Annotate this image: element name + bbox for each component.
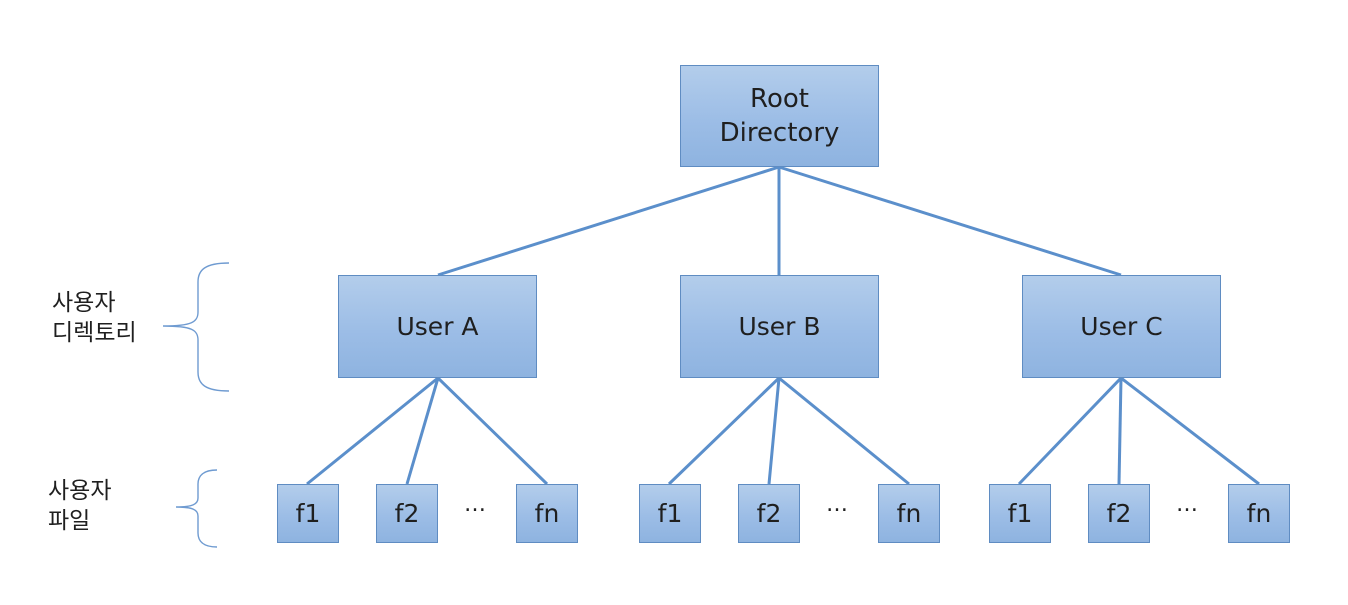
file-label: fn	[896, 499, 922, 528]
root-directory-label-line2: Directory	[719, 118, 840, 148]
user-b-label: User B	[738, 312, 821, 341]
user-c-label: User C	[1080, 312, 1163, 341]
user-b-node: User B	[680, 275, 879, 378]
file-label: f2	[394, 499, 420, 528]
user-a-file-fn: fn	[516, 484, 578, 543]
user-a-file-f1: f1	[277, 484, 339, 543]
user-b-files-ellipsis: …	[826, 492, 848, 517]
user-a-node: User A	[338, 275, 537, 378]
file-label: f2	[756, 499, 782, 528]
edge-user-c-fn	[1120, 376, 1260, 486]
user-b-file-fn: fn	[878, 484, 940, 543]
edge-user-a-f1	[306, 376, 439, 486]
user-file-label-line2: 파일	[48, 508, 91, 534]
root-directory-label-line1: Root	[750, 84, 809, 114]
user-c-files-ellipsis: …	[1176, 492, 1198, 517]
edge-user-b-f2	[767, 377, 781, 485]
user-file-label-line1: 사용자	[48, 478, 112, 504]
user-c-file-f1: f1	[989, 484, 1051, 543]
edge-user-c-f2	[1117, 377, 1123, 485]
edge-user-b-fn	[778, 376, 910, 486]
user-c-file-f2: f2	[1088, 484, 1150, 543]
user-a-label: User A	[396, 312, 479, 341]
root-directory-node: Root Directory	[680, 65, 879, 167]
edge-user-a-f2	[405, 377, 440, 485]
file-label: fn	[1246, 499, 1272, 528]
user-directory-label-line2: 디렉토리	[52, 320, 137, 346]
edge-root-user-a	[437, 165, 780, 277]
edge-user-b-f1	[667, 376, 781, 486]
file-label: f1	[295, 499, 321, 528]
user-file-side-label: 사용자 파일	[48, 476, 111, 536]
file-label: f2	[1106, 499, 1132, 528]
user-c-node: User C	[1022, 275, 1221, 378]
user-c-file-fn: fn	[1228, 484, 1290, 543]
user-a-file-f2: f2	[376, 484, 438, 543]
edge-root-user-c	[778, 165, 1122, 277]
brace-user-file	[175, 469, 218, 548]
edge-user-a-fn	[436, 376, 549, 486]
brace-user-directory	[162, 262, 230, 392]
file-label: fn	[534, 499, 560, 528]
user-directory-side-label: 사용자 디렉토리	[52, 288, 137, 348]
user-b-file-f2: f2	[738, 484, 800, 543]
user-b-file-f1: f1	[639, 484, 701, 543]
user-directory-label-line1: 사용자	[52, 290, 116, 316]
file-label: f1	[1007, 499, 1033, 528]
file-label: f1	[657, 499, 683, 528]
edge-user-c-f1	[1017, 376, 1123, 486]
user-a-files-ellipsis: …	[464, 492, 486, 517]
